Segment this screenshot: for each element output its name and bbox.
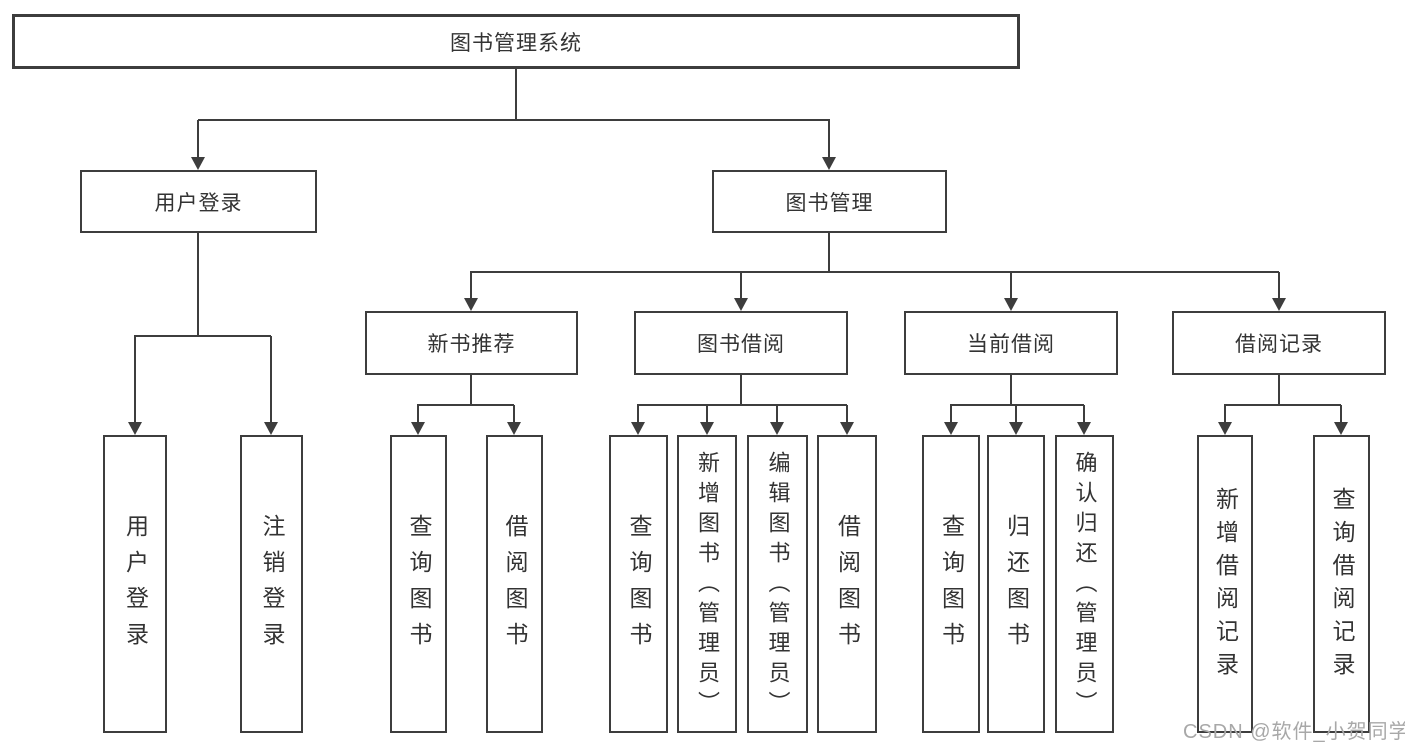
arrow-down-icon xyxy=(411,422,425,435)
connector-line xyxy=(417,404,514,406)
leaf-borrow-book-recommend: 借阅图书 xyxy=(486,435,543,733)
connector-line xyxy=(470,271,1279,273)
connector-line xyxy=(846,405,848,423)
node-user-login: 用户登录 xyxy=(80,170,317,233)
arrow-down-icon xyxy=(191,157,205,170)
leaf-query-borrow-record: 查询借阅记录 xyxy=(1313,435,1370,733)
arrow-down-icon xyxy=(1334,422,1348,435)
connector-line xyxy=(950,404,1084,406)
arrow-down-icon xyxy=(734,298,748,311)
connector-line xyxy=(417,405,419,423)
connector-line xyxy=(1224,405,1226,423)
arrow-down-icon xyxy=(464,298,478,311)
connector-line xyxy=(950,405,952,423)
node-library-management-system: 图书管理系统 xyxy=(12,14,1020,69)
connector-line xyxy=(197,233,199,336)
arrow-down-icon xyxy=(770,422,784,435)
leaf-user-login: 用户登录 xyxy=(103,435,167,733)
connector-line xyxy=(828,233,830,272)
arrow-down-icon xyxy=(1077,422,1091,435)
node-book-management: 图书管理 xyxy=(712,170,947,233)
connector-line xyxy=(1015,405,1017,423)
connector-line xyxy=(706,405,708,423)
connector-line xyxy=(1340,405,1342,423)
arrow-down-icon xyxy=(1218,422,1232,435)
arrow-down-icon xyxy=(507,422,521,435)
connector-line xyxy=(470,375,472,405)
arrow-down-icon xyxy=(1272,298,1286,311)
connector-line xyxy=(1010,272,1012,299)
node-borrowing-records: 借阅记录 xyxy=(1172,311,1386,375)
connector-line xyxy=(637,404,847,406)
arrow-down-icon xyxy=(700,422,714,435)
leaf-add-borrow-record: 新增借阅记录 xyxy=(1197,435,1253,733)
leaf-query-book-borrowing: 查询图书 xyxy=(609,435,668,733)
arrow-down-icon xyxy=(822,157,836,170)
connector-line xyxy=(197,120,199,158)
arrow-down-icon xyxy=(1009,422,1023,435)
connector-line xyxy=(470,272,472,299)
connector-line xyxy=(1010,375,1012,405)
leaf-confirm-return-admin: 确认归还（管理员） xyxy=(1055,435,1114,733)
leaf-logout: 注销登录 xyxy=(240,435,303,733)
csdn-watermark: CSDN @软件_小贺同学 xyxy=(1183,721,1405,743)
leaf-borrow-book: 借阅图书 xyxy=(817,435,877,733)
arrow-down-icon xyxy=(631,422,645,435)
connector-line xyxy=(1278,272,1280,299)
arrow-down-icon xyxy=(264,422,278,435)
leaf-add-book-admin: 新增图书（管理员） xyxy=(677,435,737,733)
arrow-down-icon xyxy=(128,422,142,435)
connector-line xyxy=(1083,405,1085,423)
connector-line xyxy=(270,336,272,423)
connector-line xyxy=(828,120,830,158)
leaf-query-book-recommend: 查询图书 xyxy=(390,435,447,733)
connector-line xyxy=(134,336,136,423)
connector-line xyxy=(198,119,830,121)
connector-line xyxy=(513,405,515,423)
node-new-book-recommendation: 新书推荐 xyxy=(365,311,578,375)
arrow-down-icon xyxy=(1004,298,1018,311)
node-current-borrowing: 当前借阅 xyxy=(904,311,1118,375)
connector-line xyxy=(776,405,778,423)
arrow-down-icon xyxy=(944,422,958,435)
connector-line xyxy=(740,375,742,405)
connector-line xyxy=(515,69,517,120)
node-book-borrowing: 图书借阅 xyxy=(634,311,848,375)
arrow-down-icon xyxy=(840,422,854,435)
leaf-edit-book-admin: 编辑图书（管理员） xyxy=(747,435,808,733)
connector-line xyxy=(740,272,742,299)
connector-line xyxy=(637,405,639,423)
connector-line xyxy=(1278,375,1280,405)
connector-line xyxy=(1224,404,1341,406)
connector-line xyxy=(134,335,271,337)
leaf-query-book-current: 查询图书 xyxy=(922,435,980,733)
leaf-return-book: 归还图书 xyxy=(987,435,1045,733)
